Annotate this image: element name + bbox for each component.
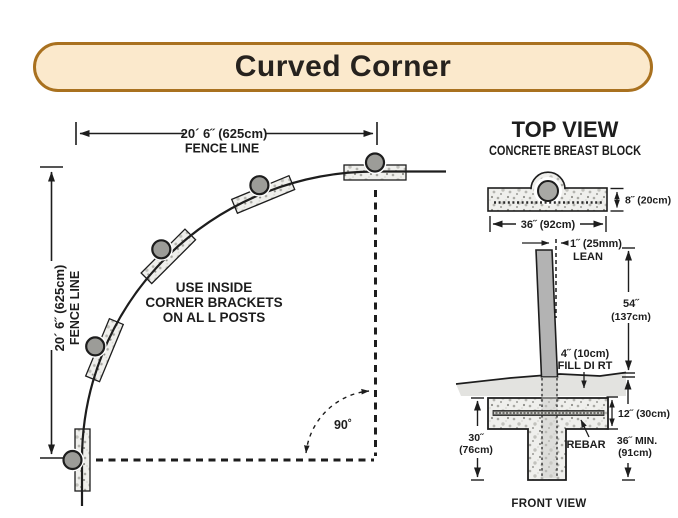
post-cap-icon (151, 239, 172, 260)
fence-posts (74, 164, 407, 492)
front-view-caption: FRONT VIEW (511, 498, 586, 510)
rebar-arrow (580, 419, 590, 438)
buried-post-shade (541, 377, 558, 478)
buried-post (541, 377, 558, 478)
lean-label: LEAN (573, 251, 603, 263)
rebar (492, 410, 605, 416)
fence-width-value: 20´ 6˝ (625cm) (181, 126, 268, 141)
post-top-icon (537, 180, 559, 202)
lean-value: 1˝ (25mm) (570, 238, 622, 250)
fence-height-dimension: 20´ 6˝ (625cm) FENCE LINE (40, 166, 82, 459)
lean-dimension: 1˝ (25mm) LEAN (522, 238, 622, 318)
block-depth-dimension: 8˝ (20cm) (610, 187, 671, 212)
fence-width-label: FENCE LINE (185, 142, 259, 156)
rebar-callout: REBAR (566, 419, 606, 451)
fence-curve-line (80, 170, 446, 506)
post-height-value2: (137cm) (611, 311, 651, 323)
block-width-dimension: 36˝ (92cm) (489, 216, 607, 232)
corner-guide-lines (96, 190, 377, 462)
title-banner: Curved Corner (33, 42, 653, 92)
ground-line (455, 371, 627, 385)
min-depth-value: 36˝ MIN. (617, 435, 657, 447)
breast-block-top-view (487, 171, 608, 212)
footing-depth-value: 30˝ (468, 432, 484, 444)
rebar-bar (492, 410, 605, 416)
footing-depth-dimension: 30˝ (76cm) (459, 397, 493, 481)
post-height-value: 54˝ (623, 298, 640, 310)
plan-view: 90˚ (40, 122, 446, 506)
block-width-value: 36˝ (92cm) (521, 219, 576, 231)
fill-value: 4˝ (10cm) (561, 348, 610, 360)
top-view: TOP VIEW CONCRETE BREAST BLOCK 8˝ (20cm) (487, 117, 671, 232)
rebar-label: REBAR (566, 439, 605, 451)
top-view-title: TOP VIEW (512, 117, 619, 142)
fill-label: FILL DI RT (558, 360, 613, 372)
note-line-3: ON AL L POSTS (163, 310, 266, 325)
page-title: Curved Corner (234, 50, 452, 83)
min-depth-value2: (91cm) (618, 447, 652, 459)
post-cap-icon (85, 336, 106, 357)
angle-label: 90˚ (334, 418, 352, 432)
note-line-1: USE INSIDE (176, 280, 253, 295)
footing-depth-value2: (76cm) (459, 444, 493, 456)
post-caps (61, 151, 387, 472)
post-height-dimension: 54˝ (137cm) (611, 247, 651, 374)
block-height-value: 12˝ (30cm) (618, 408, 670, 420)
block-height-dimension: 12˝ (30cm) (606, 396, 670, 430)
post-cap-icon (62, 449, 83, 471)
top-view-subtitle: CONCRETE BREAST BLOCK (489, 142, 641, 158)
post-cap-icon (364, 152, 386, 173)
angle-arc (304, 388, 370, 454)
bracket-note: USE INSIDE CORNER BRACKETS ON AL L POSTS (145, 280, 282, 325)
post-cap-icon (249, 175, 270, 196)
front-view: 1˝ (25mm) LEAN (455, 238, 670, 510)
fence-height-value: 20´ 6˝ (625cm) (52, 265, 67, 352)
fill-dirt-callout: 4˝ (10cm) FILL DI RT (558, 348, 613, 389)
min-depth-dimension: 36˝ MIN. (91cm) (617, 376, 657, 481)
block-depth-value: 8˝ (20cm) (625, 195, 671, 207)
note-line-2: CORNER BRACKETS (145, 295, 282, 310)
fence-width-dimension: 20´ 6˝ (625cm) FENCE LINE (75, 122, 378, 156)
fence-post-front (535, 249, 559, 378)
fence-height-label: FENCE LINE (68, 271, 82, 345)
